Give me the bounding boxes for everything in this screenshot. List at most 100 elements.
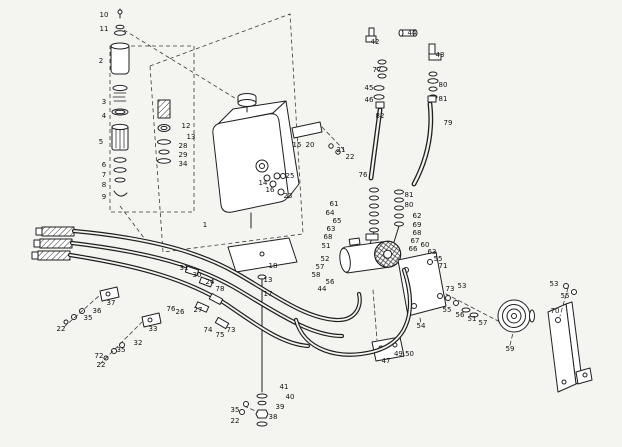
callout-80: 80 — [439, 81, 448, 89]
callout-17: 17 — [264, 290, 273, 298]
elbow-fittings-top — [366, 28, 441, 108]
callout-22: 22 — [97, 361, 106, 369]
callout-20: 20 — [306, 141, 315, 149]
callout-49,50: 49,50 — [394, 350, 414, 358]
callout-5: 5 — [99, 138, 103, 146]
callout-34: 34 — [179, 160, 188, 168]
callout-55: 55 — [443, 306, 452, 314]
callout-22: 22 — [57, 325, 66, 333]
callout-59: 59 — [506, 345, 515, 353]
callout-18: 18 — [269, 262, 278, 270]
callout-73: 73 — [446, 285, 455, 293]
callout-1: 1 — [203, 221, 207, 229]
callout-44: 44 — [408, 29, 417, 37]
callout-77: 77 — [373, 66, 382, 74]
long-bolt-assembly — [240, 275, 269, 426]
callout-29: 29 — [179, 151, 188, 159]
callout-69: 69 — [413, 221, 422, 229]
callout-54: 54 — [417, 322, 426, 330]
callout-78: 78 — [216, 285, 225, 293]
callout-68: 68 — [324, 233, 333, 241]
callout-21: 21 — [337, 146, 346, 154]
callout-40: 40 — [286, 393, 295, 401]
hose-inline-fittings — [185, 266, 228, 328]
callout-57: 57 — [479, 319, 488, 327]
callout-73: 73 — [227, 326, 236, 334]
callout-32: 32 — [134, 339, 143, 347]
callout-75: 75 — [216, 331, 225, 339]
pulley — [498, 300, 535, 345]
callout-30: 30 — [193, 271, 202, 279]
tank-strap — [292, 122, 344, 154]
valve-stack — [366, 188, 404, 244]
callout-76: 76 — [359, 171, 368, 179]
callout-58: 58 — [312, 271, 321, 279]
callout-23: 23 — [284, 192, 293, 200]
pump-inlet-hoses — [371, 104, 431, 184]
callout-37: 37 — [107, 299, 116, 307]
callout-79: 79 — [444, 119, 453, 127]
callout-52: 52 — [321, 255, 330, 263]
callout-55: 55 — [434, 255, 443, 263]
filter-inner-parts — [158, 100, 171, 163]
callout-42: 42 — [371, 38, 380, 46]
callout-25: 25 — [286, 172, 295, 180]
callout-74: 74 — [204, 326, 213, 334]
callout-22: 22 — [231, 417, 240, 425]
callout-35: 35 — [117, 346, 126, 354]
callout-10: 10 — [100, 11, 109, 19]
callout-15: 15 — [293, 141, 302, 149]
callout-63: 63 — [428, 248, 437, 256]
callout-68: 68 — [413, 229, 422, 237]
mount-hardware — [446, 294, 501, 322]
callout-82: 82 — [376, 112, 385, 120]
callout-9: 9 — [102, 193, 106, 201]
callout-67: 67 — [411, 237, 420, 245]
callout-2: 2 — [99, 57, 103, 65]
callout-71: 71 — [439, 262, 448, 270]
callout-53: 53 — [550, 280, 559, 288]
callout-56: 56 — [326, 278, 335, 286]
callout-28: 28 — [179, 142, 188, 150]
callout-80: 80 — [405, 201, 414, 209]
filter-assembly — [111, 9, 129, 196]
callout-60: 60 — [421, 241, 430, 249]
filler-cap — [238, 94, 256, 113]
support-bracket — [548, 284, 592, 393]
callout-47: 47 — [382, 357, 391, 365]
callout-13: 13 — [264, 276, 273, 284]
callout-51: 51 — [468, 315, 477, 323]
callout-24: 24 — [206, 278, 215, 286]
callout-46: 46 — [365, 96, 374, 104]
callout-41: 41 — [280, 383, 289, 391]
callout-65: 65 — [333, 217, 342, 225]
callout-44: 44 — [318, 285, 327, 293]
hydraulic-pump — [337, 233, 402, 274]
callout-35: 35 — [84, 314, 93, 322]
callout-66: 66 — [409, 245, 418, 253]
callout-56: 56 — [456, 311, 465, 319]
callout-33: 33 — [149, 325, 158, 333]
assembly-boundary — [110, 14, 303, 252]
callout-76: 76 — [167, 305, 176, 313]
callout-31: 31 — [180, 264, 189, 272]
callout-63: 63 — [327, 225, 336, 233]
callout-61: 61 — [330, 200, 339, 208]
callout-3: 3 — [102, 98, 106, 106]
callout-7: 7 — [102, 171, 106, 179]
callout-4: 4 — [102, 112, 107, 120]
callout-22: 22 — [346, 153, 355, 161]
callout-35: 35 — [231, 406, 240, 414]
callout-64: 64 — [326, 209, 335, 217]
callout-51: 51 — [322, 242, 331, 250]
callout-81: 81 — [405, 191, 414, 199]
hose-couplings-left — [32, 227, 74, 260]
clamp-bracket-lower — [100, 313, 161, 364]
callout-38: 38 — [269, 413, 278, 421]
callout-11: 11 — [100, 25, 109, 33]
callout-6: 6 — [102, 161, 107, 169]
callout-13: 13 — [187, 133, 196, 141]
callout-39: 39 — [276, 403, 285, 411]
